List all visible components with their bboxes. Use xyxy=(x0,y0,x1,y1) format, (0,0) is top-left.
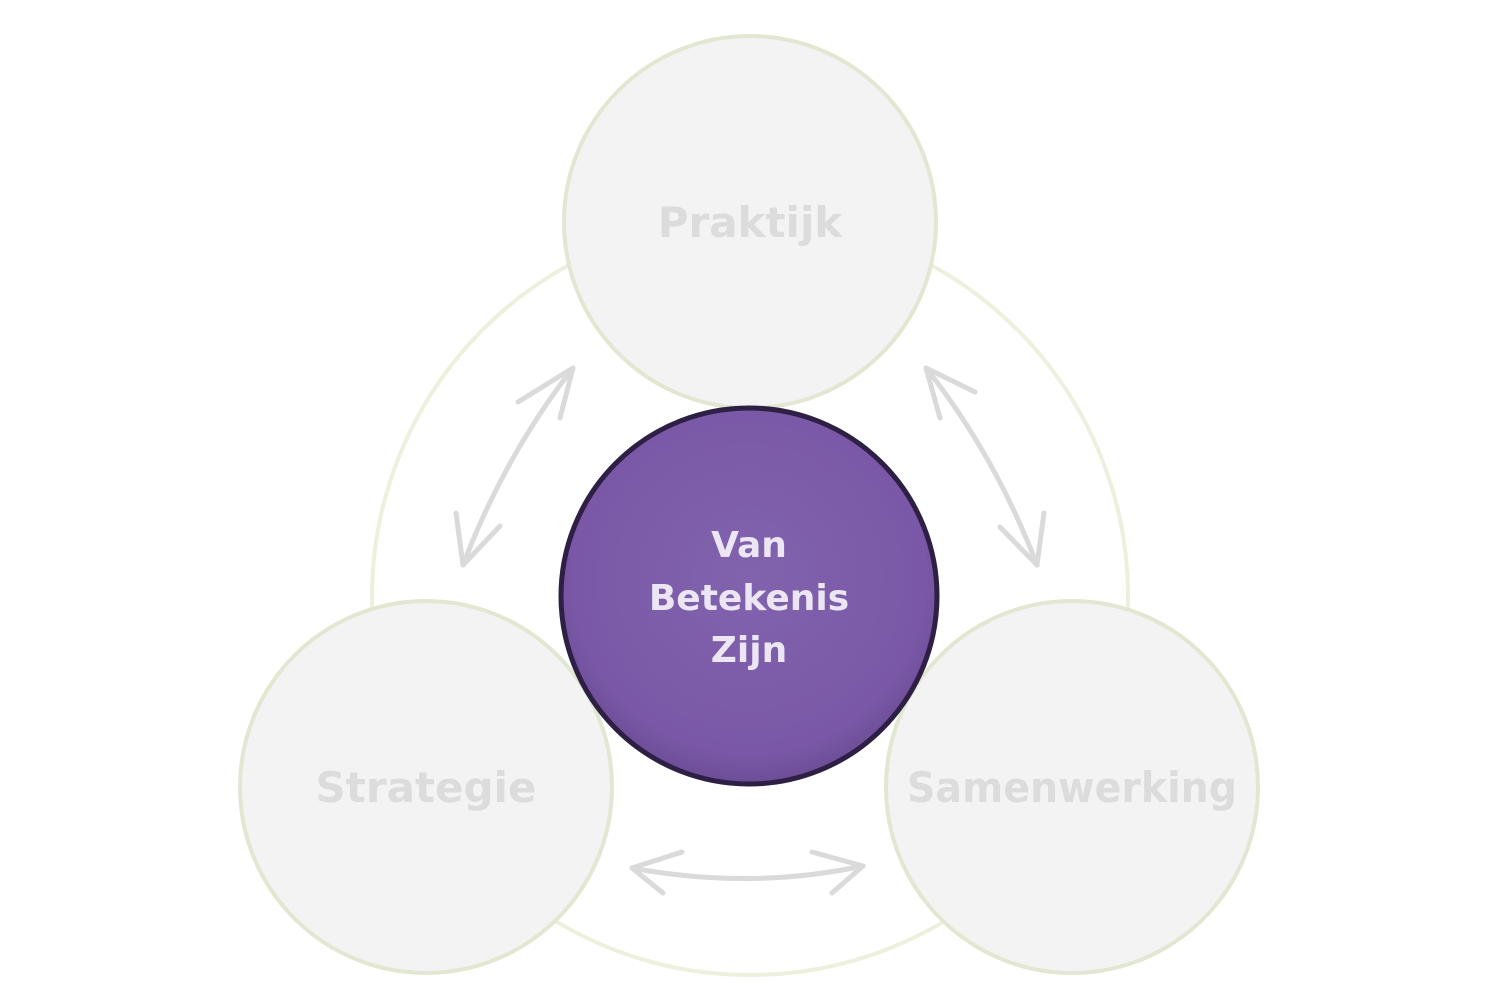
center-label-line-3: Zijn xyxy=(711,630,787,671)
node-samenwerking-circle xyxy=(884,599,1260,975)
node-strategie-label: Strategie xyxy=(316,763,537,812)
node-strategie: Strategie xyxy=(238,599,614,975)
node-praktijk-label: Praktijk xyxy=(658,198,844,247)
node-center: Van Betekenis Zijn xyxy=(558,405,940,787)
node-samenwerking: Samenwerking xyxy=(884,599,1260,975)
arrow-right-upper xyxy=(923,365,1047,568)
center-label-line-2: Betekenis xyxy=(649,578,849,619)
arrow-bottom xyxy=(629,849,866,896)
node-samenwerking-label: Samenwerking xyxy=(907,763,1237,812)
arrow-left-upper xyxy=(453,365,576,568)
node-center-circle xyxy=(558,405,940,787)
node-strategie-circle xyxy=(238,599,614,975)
center-label-line-1: Van xyxy=(711,525,787,566)
node-praktijk: Praktijk xyxy=(562,34,938,410)
